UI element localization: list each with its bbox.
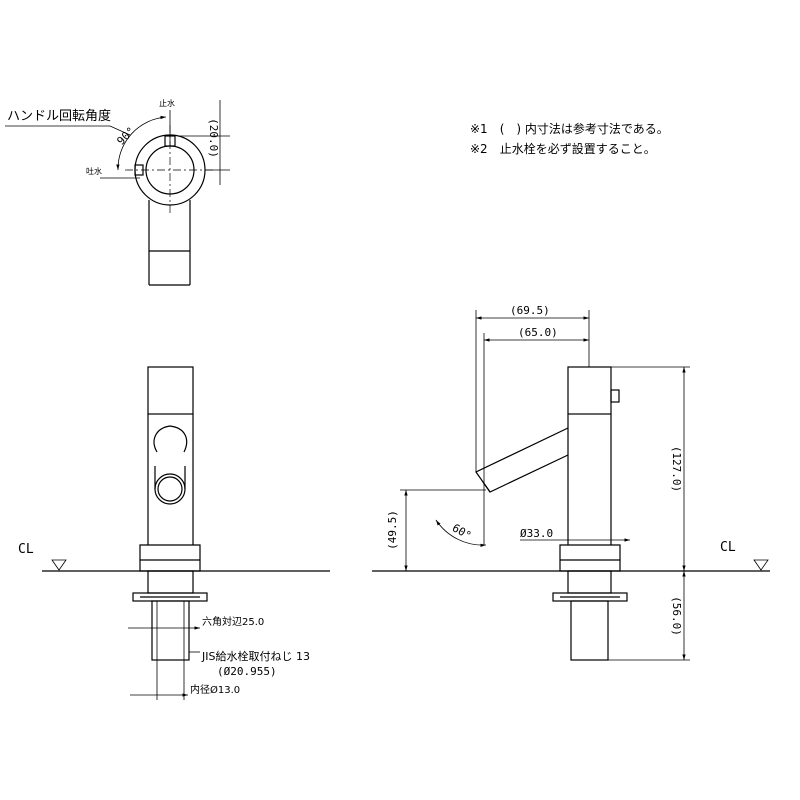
base-dia: Ø33.0 <box>520 527 553 540</box>
side-button <box>610 389 620 403</box>
front-shank <box>151 600 190 661</box>
side-nut <box>567 570 612 594</box>
cl-label-right: CL <box>720 540 736 555</box>
rotation-angle: 90° <box>114 124 137 147</box>
front-nut <box>147 570 194 594</box>
front-head <box>147 366 194 415</box>
spout-angle: 60° <box>450 521 474 542</box>
note-1: ※1 ( ) 内寸法は参考寸法である。 <box>470 121 669 136</box>
side-head <box>567 366 612 415</box>
bore-dim: 内径Ø13.0 <box>190 683 240 696</box>
front-aerator-inner <box>157 476 183 502</box>
spout-label: 吐水 <box>86 166 102 176</box>
handle-rotation-title: ハンドル回転角度 <box>7 108 111 124</box>
cl-triangle-right <box>753 559 769 571</box>
dim-shank-length: (56.0) <box>670 596 683 636</box>
top-view: ハンドル回転角度 90° 止水 吐水 (20.0) <box>5 98 230 286</box>
side-shank <box>570 600 609 661</box>
dim-20: (20.0) <box>207 118 220 158</box>
thread-dia: (Ø20.955) <box>217 665 277 678</box>
front-view: CL 六角対辺25.0 JIS給水栓取付ねじ 13 (Ø20.955) 内径Ø <box>18 366 330 700</box>
thread-label: JIS給水栓取付ねじ 13 <box>201 649 310 663</box>
side-spout <box>475 427 569 493</box>
cl-label-left: CL <box>18 542 34 557</box>
cl-triangle-left <box>51 559 67 571</box>
front-aerator-outer <box>154 473 186 505</box>
dim-reach-outer: (69.5) <box>510 304 550 317</box>
side-view: CL (69.5) (65.0) (127.0) (56.0) <box>372 304 770 661</box>
dim-reach: (65.0) <box>518 326 558 339</box>
notes: ※1 ( ) 内寸法は参考寸法である。 ※2 止水栓を必ず設置すること。 <box>470 121 669 156</box>
note-2: ※2 止水栓を必ず設置すること。 <box>470 141 656 156</box>
dim-spout-height: (49.5) <box>386 510 399 550</box>
front-spout-profile <box>153 425 188 453</box>
spout-angle-arc <box>435 519 487 548</box>
dim-total-height: (127.0) <box>670 446 683 492</box>
front-base <box>139 544 201 572</box>
side-base <box>559 544 621 572</box>
hex-dim: 六角対辺25.0 <box>202 615 264 628</box>
rotation-arc <box>116 115 167 171</box>
stop-label: 止水 <box>159 98 175 108</box>
